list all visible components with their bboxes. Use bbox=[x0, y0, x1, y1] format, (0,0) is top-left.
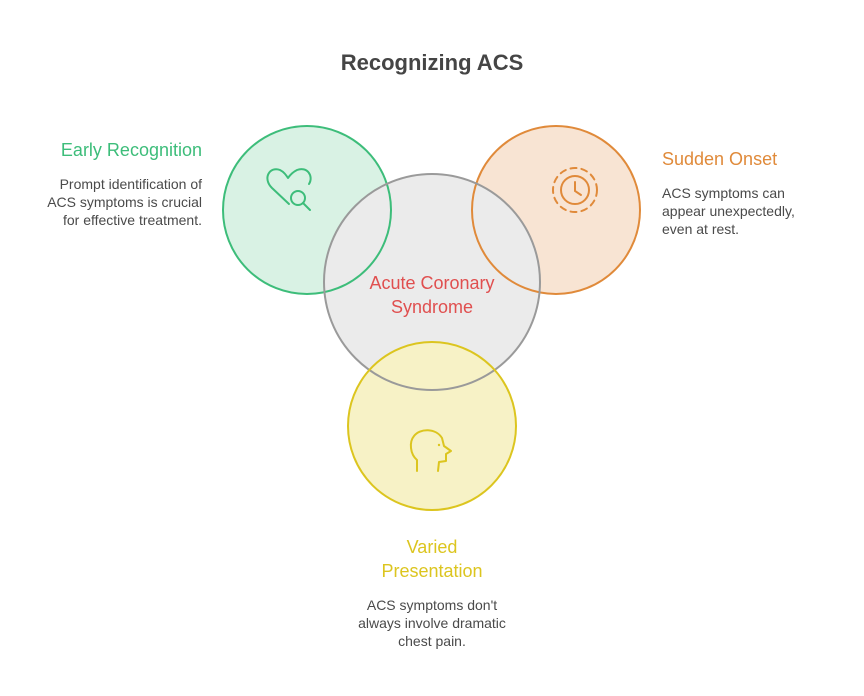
clock-alert-icon bbox=[552, 167, 598, 213]
early-recognition-description: Prompt identification of ACS symptoms is… bbox=[47, 176, 202, 228]
varied-presentation-heading: Varied Presentation bbox=[381, 537, 483, 581]
varied-presentation-description: ACS symptoms don't always involve dramat… bbox=[358, 597, 506, 649]
early-recognition-heading: Early Recognition bbox=[60, 140, 202, 160]
sudden-onset-circle bbox=[471, 125, 641, 295]
heart-search-icon bbox=[266, 168, 312, 211]
early-recognition-circle bbox=[222, 125, 392, 295]
sudden-onset-description: ACS symptoms can appear unexpectedly, ev… bbox=[662, 185, 795, 237]
varied-presentation-circle-fill bbox=[348, 342, 516, 510]
center-label-line-2: Syndrome bbox=[390, 297, 474, 317]
sudden-onset-heading: Sudden Onset bbox=[662, 149, 778, 169]
diagram-title: Recognizing ACS bbox=[340, 50, 524, 75]
center-circle bbox=[323, 173, 541, 391]
person-head-icon bbox=[409, 429, 452, 472]
center-label-line-1: Acute Coronary bbox=[369, 273, 495, 293]
center-circle-fill bbox=[324, 174, 540, 390]
varied-presentation-circle bbox=[347, 341, 517, 511]
center-label: Acute Coronary Syndrome bbox=[342, 271, 522, 319]
